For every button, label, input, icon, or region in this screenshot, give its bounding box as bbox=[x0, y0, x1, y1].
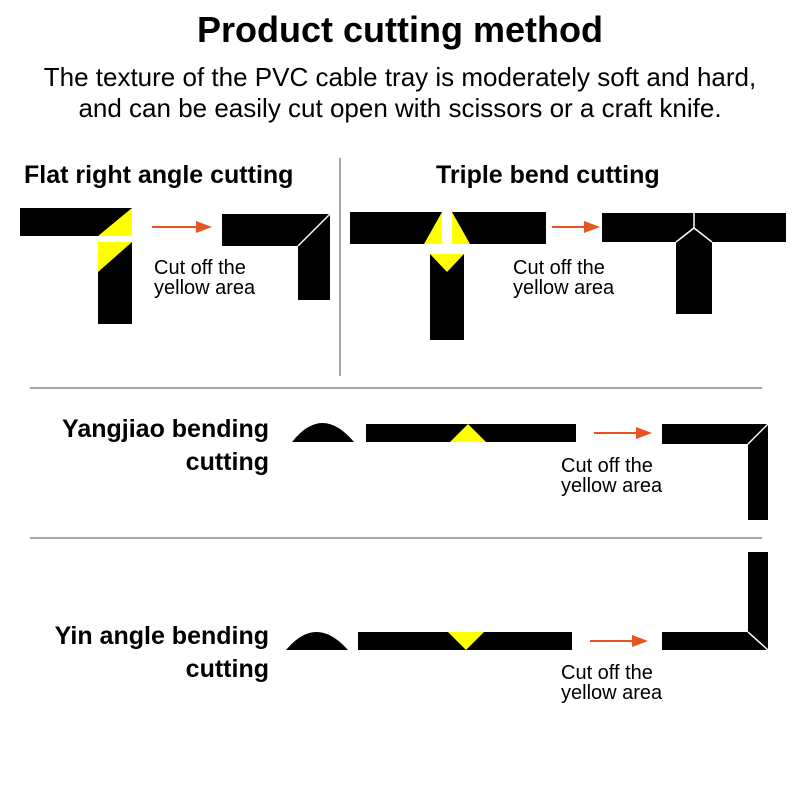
flat-note-line-2: yellow area bbox=[154, 277, 256, 299]
yin-after-diagram bbox=[662, 552, 769, 651]
page-title: Product cutting method bbox=[197, 9, 603, 50]
yangjiao-title-line-2: cutting bbox=[185, 448, 269, 476]
triple-before-diagram bbox=[350, 212, 546, 340]
flat-cut-area-top bbox=[98, 208, 132, 236]
yin-note: Cut off the yellow area bbox=[561, 663, 662, 703]
yangjiao-after-diagram bbox=[662, 423, 769, 520]
triple-cut-area-left bbox=[424, 212, 442, 244]
triple-left-piece bbox=[350, 212, 442, 244]
flat-note-line-1: Cut off the bbox=[154, 257, 246, 279]
yangjiao-note-line-1: Cut off the bbox=[561, 455, 653, 477]
flat-note: Cut off the yellow area bbox=[154, 258, 255, 298]
flat-after-diagram bbox=[222, 213, 331, 300]
triple-cut-area-stem bbox=[430, 254, 464, 272]
yin-note-line-1: Cut off the bbox=[561, 662, 653, 684]
triple-result-tee bbox=[602, 213, 786, 314]
flat-arrow bbox=[152, 221, 212, 233]
intro-line-2: and can be easily cut open with scissors… bbox=[78, 93, 722, 123]
yangjiao-note-line-2: yellow area bbox=[561, 475, 663, 497]
triple-section-title: Triple bend cutting bbox=[436, 161, 660, 189]
yin-profile-icon bbox=[286, 632, 348, 650]
yin-title-line-1: Yin angle bending bbox=[54, 622, 269, 650]
flat-section-title: Flat right angle cutting bbox=[24, 161, 294, 189]
triple-after-diagram bbox=[602, 213, 786, 314]
triple-note: Cut off the yellow area bbox=[513, 258, 614, 298]
yangjiao-arrow bbox=[594, 427, 652, 439]
triple-arrow bbox=[552, 221, 600, 233]
intro-line-1: The texture of the PVC cable tray is mod… bbox=[43, 62, 757, 92]
yangjiao-result-corner bbox=[662, 424, 768, 520]
yangjiao-profile-icon bbox=[292, 423, 354, 442]
flat-before-diagram bbox=[20, 208, 132, 324]
flat-result-corner bbox=[222, 214, 330, 300]
triple-note-line-1: Cut off the bbox=[513, 257, 605, 279]
triple-right-piece bbox=[452, 212, 546, 244]
flat-cut-area-bottom bbox=[98, 242, 132, 272]
yin-title-line-2: cutting bbox=[185, 655, 269, 683]
yangjiao-title-line-1: Yangjiao bending bbox=[62, 415, 269, 443]
triple-note-line-2: yellow area bbox=[513, 277, 615, 299]
yin-before-diagram bbox=[358, 632, 572, 650]
yangjiao-note: Cut off the yellow area bbox=[561, 456, 662, 496]
yin-arrow bbox=[590, 635, 648, 647]
yin-section-title: Yin angle bending cutting bbox=[24, 620, 269, 686]
yin-note-line-2: yellow area bbox=[561, 682, 663, 704]
yin-cut-area bbox=[448, 632, 484, 650]
yangjiao-before-diagram bbox=[366, 424, 576, 442]
yangjiao-section-title: Yangjiao bending cutting bbox=[24, 413, 269, 479]
intro-text: The texture of the PVC cable tray is mod… bbox=[0, 62, 800, 124]
yangjiao-cut-area bbox=[450, 424, 486, 442]
triple-cut-area-right bbox=[452, 212, 470, 244]
